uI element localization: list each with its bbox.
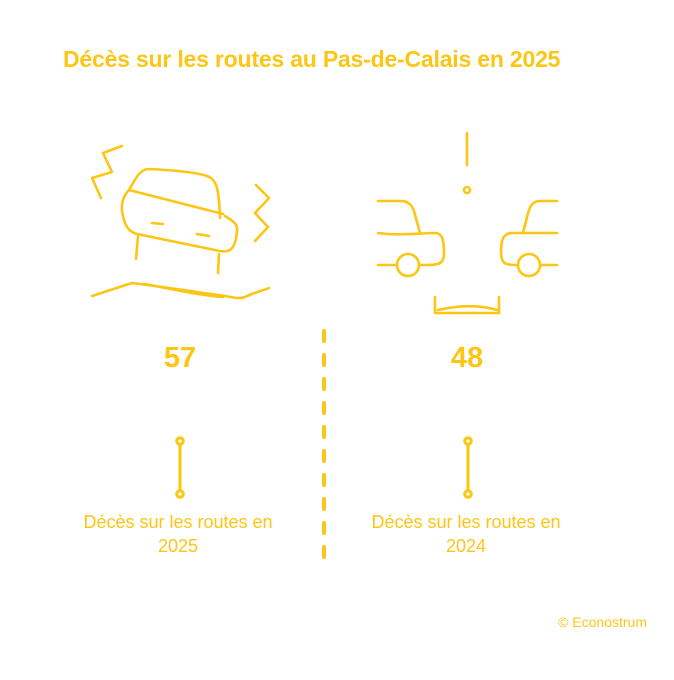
skidding-car-icon xyxy=(85,140,285,310)
page-title: Décès sur les routes au Pas-de-Calais en… xyxy=(63,46,561,72)
stat-value-2025: 57 xyxy=(163,342,197,374)
connector-icon xyxy=(461,434,475,499)
car-collision-icon xyxy=(370,125,570,325)
stat-label-line1: Décès sur les routes en xyxy=(83,512,273,532)
stat-value-2024: 48 xyxy=(450,342,484,374)
stat-label-line1: Décès sur les routes en xyxy=(371,512,561,532)
stat-label-2024: Décès sur les routes en 2024 xyxy=(346,510,586,558)
dashed-divider xyxy=(321,328,327,562)
stat-label-line2: 2024 xyxy=(445,536,487,556)
stat-label-line2: 2025 xyxy=(157,536,199,556)
connector-icon xyxy=(173,434,187,499)
stat-label-2025: Décès sur les routes en 2025 xyxy=(58,510,298,558)
credit-text: © Econostrum xyxy=(558,614,647,630)
